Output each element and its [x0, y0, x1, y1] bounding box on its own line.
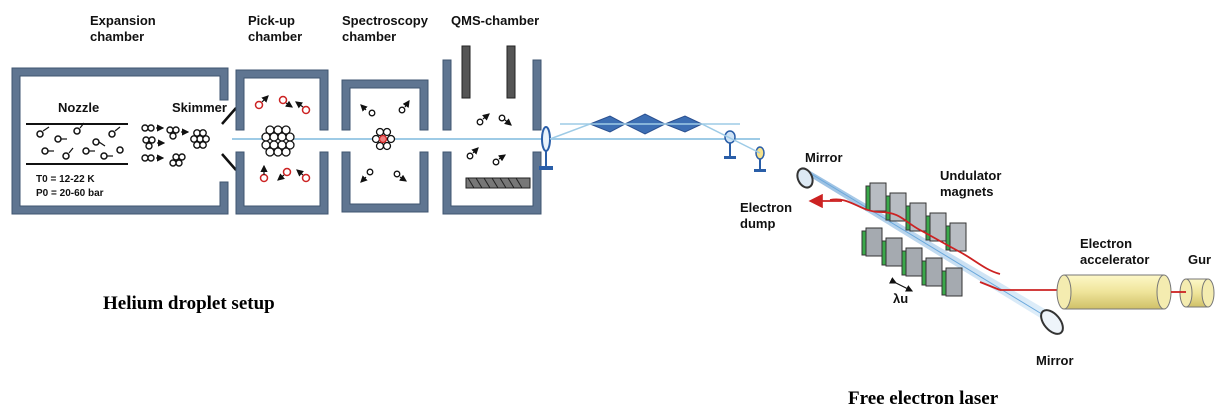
skimmer: [221, 107, 237, 171]
label-undulator-1: Undulator: [940, 168, 1001, 183]
caption-helium: Helium droplet setup: [103, 293, 275, 314]
label-mirror-bottom: Mirror: [1036, 353, 1074, 368]
label-accelerator-1: Electron: [1080, 236, 1132, 251]
label-nozzle: Nozzle: [58, 100, 99, 115]
label-p0: P0 = 20-60 bar: [36, 188, 104, 199]
electron-beam-undulator: [829, 198, 1001, 275]
helium-droplet-pickup: [261, 125, 295, 157]
small-clusters: [141, 124, 210, 167]
caption-fel: Free electron laser: [848, 388, 999, 409]
label-spectroscopy-1: Spectroscopy: [342, 13, 429, 28]
qms-arrows: [471, 113, 512, 162]
dopant-arrows: [260, 95, 304, 181]
nozzle-tube: [26, 123, 128, 165]
pickup-chamber: [235, 69, 329, 215]
electron-beam-bend: [979, 281, 1001, 291]
expansion-chamber: [11, 67, 229, 215]
electron-accelerator: [1056, 274, 1172, 310]
undulator-period-arrow: [889, 277, 914, 292]
qms-ions: [466, 114, 506, 166]
label-spectroscopy-2: chamber: [342, 29, 396, 44]
label-pickup-1: Pick-up: [248, 13, 295, 28]
label-expansion-1: Expansion: [90, 13, 156, 28]
mirror-top: [796, 167, 814, 189]
label-skimmer: Skimmer: [172, 100, 227, 115]
label-accelerator-2: accelerator: [1080, 252, 1149, 267]
spectroscopy-arrows: [360, 100, 410, 183]
undulator-magnets: [861, 182, 967, 297]
label-electron-dump-2: dump: [740, 216, 775, 231]
label-mirror-top: Mirror: [805, 150, 843, 165]
label-expansion-2: chamber: [90, 29, 144, 44]
photon-to-window: [549, 123, 591, 140]
cluster-arrows: [156, 124, 190, 162]
qms-chamber: [442, 59, 542, 215]
optical-cavity-beam: [805, 168, 1060, 330]
label-qms: QMS-chamber: [451, 13, 539, 28]
label-t0: T0 = 12-22 K: [36, 174, 95, 185]
mirror-bottom: [1040, 309, 1064, 335]
label-lambda-u: λu: [893, 291, 908, 306]
label-electron-dump-1: Electron: [740, 200, 792, 215]
quadrupole-rods: [461, 45, 516, 99]
spectroscopy-fragments: [366, 106, 406, 178]
optical-axis: [807, 171, 1056, 323]
electron-gun: [1179, 278, 1215, 308]
dopant-particles: [254, 95, 311, 183]
doped-droplet: [371, 127, 396, 151]
ion-detector: [465, 177, 531, 189]
label-undulator-2: magnets: [940, 184, 993, 199]
spectroscopy-chamber: [341, 79, 429, 213]
label-pickup-2: chamber: [248, 29, 302, 44]
label-gun: Gur: [1188, 252, 1211, 267]
gas-arrows: [42, 122, 121, 157]
gas-atoms: [36, 127, 124, 160]
photon-to-optics: [701, 123, 761, 154]
